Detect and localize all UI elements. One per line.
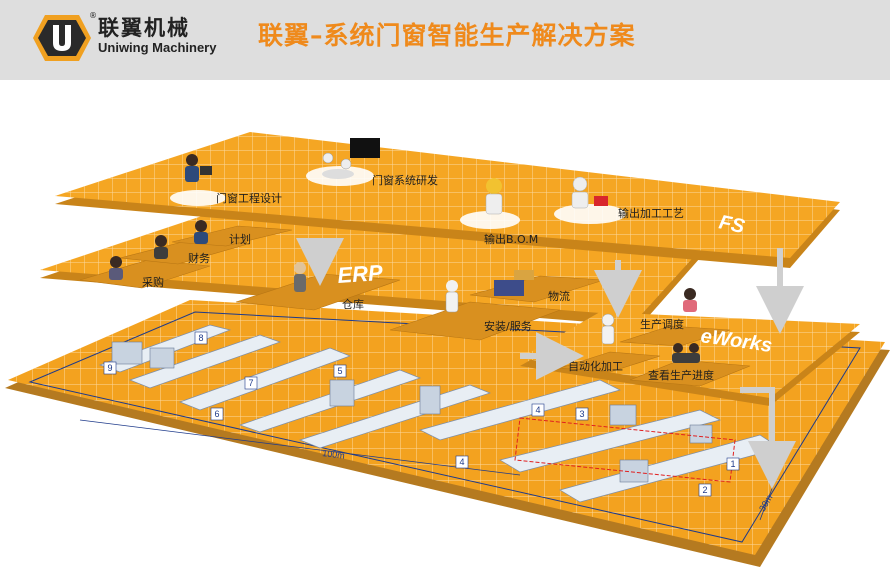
station-1: 1 bbox=[726, 457, 740, 471]
flow-arrows bbox=[296, 238, 804, 489]
people-icon-progress bbox=[672, 343, 700, 363]
page-title: 联翼–系统门窗智能生产解决方案 bbox=[258, 21, 636, 50]
person-icon-plan bbox=[194, 220, 208, 244]
station-8: 8 bbox=[194, 331, 208, 345]
forklift-icon bbox=[494, 270, 534, 296]
fs-label-output-bom: 输出B.O.M bbox=[484, 232, 538, 246]
erp-label-warehouse: 仓库 bbox=[342, 297, 364, 311]
eworks-label-scheduling: 生产调度 bbox=[640, 317, 684, 331]
station-markers: 9 8 7 6 5 4 4 3 1 2 bbox=[103, 331, 740, 497]
erp-badge: ERP bbox=[337, 260, 384, 288]
station-5: 5 bbox=[333, 364, 347, 378]
station-7: 7 bbox=[244, 376, 258, 390]
company-name-en: Uniwing Machinery bbox=[98, 40, 217, 55]
robot-icon-automation bbox=[601, 313, 615, 345]
erp-label-plan: 计划 bbox=[229, 233, 251, 246]
fs-badge: FS bbox=[717, 211, 747, 238]
dimension-length-label: 100m bbox=[322, 448, 346, 461]
svg-text:7: 7 bbox=[248, 378, 253, 388]
erp-label-purchase: 采购 bbox=[142, 275, 164, 289]
header-bar: ® 联翼机械 Uniwing Machinery 联翼–系统门窗智能生产解决方案 bbox=[0, 0, 890, 80]
person-icon-purchase bbox=[109, 256, 123, 280]
svg-text:4: 4 bbox=[459, 457, 464, 467]
station-4a: 4 bbox=[531, 403, 545, 417]
eworks-label-progress: 查看生产进度 bbox=[648, 368, 714, 382]
registered-mark: ® bbox=[89, 11, 97, 20]
svg-text:9: 9 bbox=[107, 363, 112, 373]
fs-label-output-process: 输出加工工艺 bbox=[618, 206, 684, 220]
engineer-icon bbox=[485, 178, 503, 215]
svg-text:6: 6 bbox=[214, 409, 219, 419]
company-name-cn: 联翼机械 bbox=[98, 16, 190, 40]
station-3: 3 bbox=[575, 407, 589, 421]
robot-icon-install bbox=[445, 280, 459, 313]
designer-icon bbox=[185, 154, 212, 182]
erp-label-logistics: 物流 bbox=[548, 289, 570, 303]
fs-label-system-rnd: 门窗系统研发 bbox=[372, 173, 438, 187]
svg-text:8: 8 bbox=[198, 333, 203, 343]
svg-text:3: 3 bbox=[579, 409, 584, 419]
solution-diagram: 100m 30m 9 8 7 6 5 4 4 3 1 2 ERP bbox=[5, 132, 890, 567]
station-9: 9 bbox=[103, 361, 117, 375]
meeting-icon bbox=[322, 138, 380, 179]
erp-label-install-service: 安装/服务 bbox=[484, 319, 532, 333]
station-4b: 4 bbox=[455, 455, 469, 469]
svg-text:2: 2 bbox=[702, 485, 707, 495]
station-6: 6 bbox=[210, 407, 224, 421]
svg-text:1: 1 bbox=[730, 459, 735, 469]
worker-icon-warehouse bbox=[294, 262, 306, 292]
fs-layer: FS 门窗工程设计 门窗系统研发 输出B.O.M 输出加工工艺 bbox=[55, 132, 840, 268]
svg-text:5: 5 bbox=[337, 366, 342, 376]
person-icon-scheduling bbox=[683, 288, 697, 312]
uniwing-logo-icon bbox=[33, 15, 91, 61]
laptop-user-icon bbox=[571, 176, 608, 209]
person-icon-finance bbox=[154, 235, 168, 259]
fs-label-engineering-design: 门窗工程设计 bbox=[216, 191, 282, 205]
eworks-label-automation: 自动化加工 bbox=[568, 359, 623, 373]
erp-label-finance: 财务 bbox=[188, 251, 210, 265]
svg-text:4: 4 bbox=[535, 405, 540, 415]
station-2: 2 bbox=[698, 483, 712, 497]
